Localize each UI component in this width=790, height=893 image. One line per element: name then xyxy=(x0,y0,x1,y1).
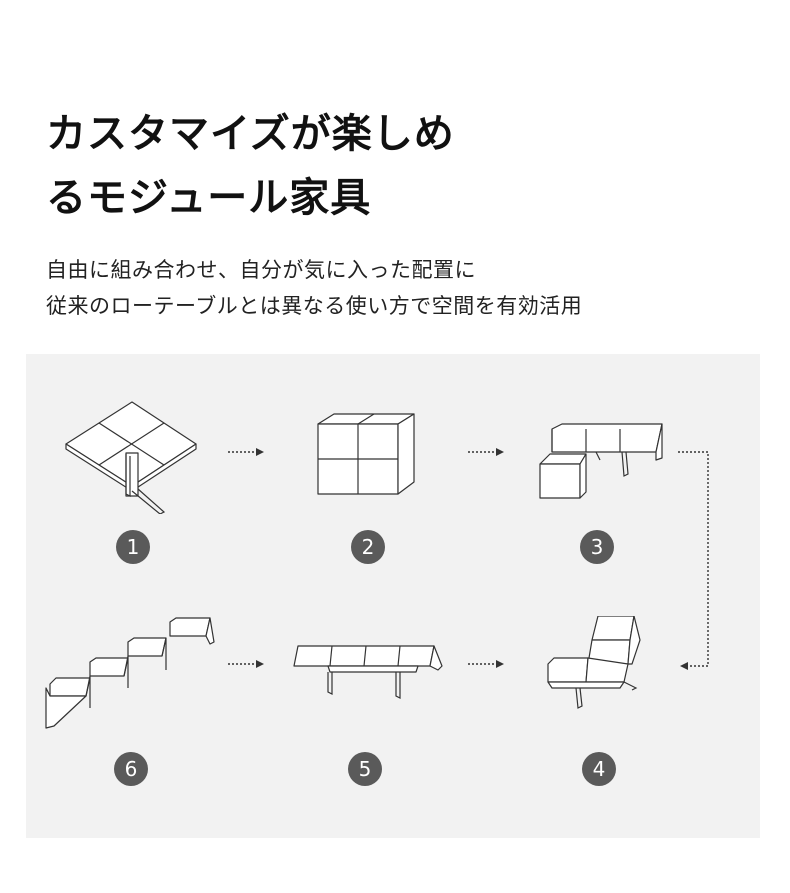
heading-line-1: カスタマイズが楽しめ xyxy=(46,111,455,157)
step-number-badge: 4 xyxy=(582,752,616,786)
step-3: 3 xyxy=(536,394,726,594)
step-1: 1 xyxy=(56,394,246,594)
step-number-badge: 6 xyxy=(114,752,148,786)
step-number-badge: 5 xyxy=(348,752,382,786)
arrow-connector-icon xyxy=(678,451,709,670)
arrow-right-icon xyxy=(228,660,264,668)
staircase-illustration xyxy=(45,617,215,729)
arrow-right-icon xyxy=(228,448,264,456)
heading-line-2: るモジュール家具 xyxy=(46,175,372,221)
long-bench-illustration xyxy=(293,645,443,699)
step-number-badge: 1 xyxy=(116,530,150,564)
step-6: 6 xyxy=(42,616,232,816)
page-heading: カスタマイズが楽しめ るモジュール家具 xyxy=(46,102,455,230)
l-shape-illustration xyxy=(539,423,663,499)
step-number-badge: 2 xyxy=(351,530,385,564)
description: 自由に組み合わせ、自分が気に入った配置に 従来のローテーブルとは異なる使い方で空… xyxy=(46,252,582,324)
table-square-illustration xyxy=(65,401,197,514)
step-2: 2 xyxy=(306,394,496,594)
arrow-right-icon xyxy=(468,660,504,668)
description-line-1: 自由に組み合わせ、自分が気に入った配置に xyxy=(46,258,476,282)
step-5: 5 xyxy=(288,616,478,816)
arrow-right-icon xyxy=(468,448,504,456)
configuration-diagram-panel: 1 2 xyxy=(26,354,760,838)
step-4: 4 xyxy=(536,616,726,816)
corner-layout-illustration xyxy=(547,616,641,709)
stacked-cube-illustration xyxy=(317,413,415,495)
description-line-2: 従来のローテーブルとは異なる使い方で空間を有効活用 xyxy=(46,294,583,318)
step-number-badge: 3 xyxy=(580,530,614,564)
